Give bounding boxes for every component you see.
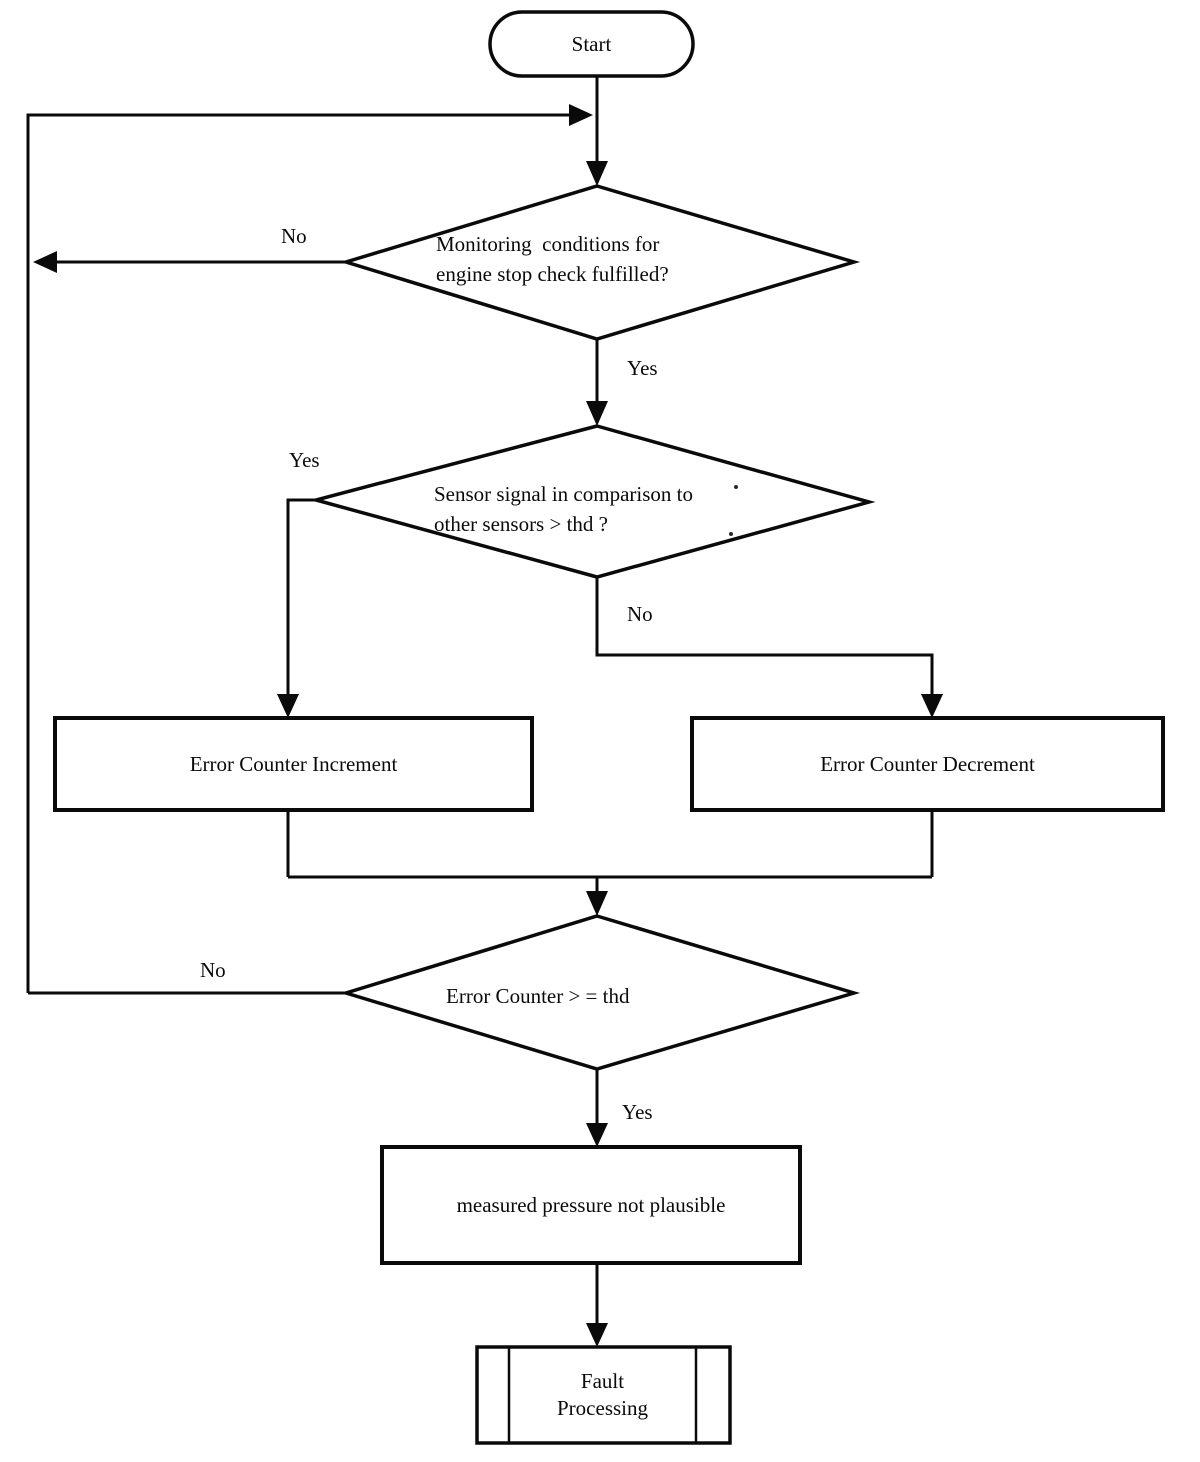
decision-monitoring-text: Monitoring conditions for engine stop ch…	[436, 232, 669, 286]
decision-sensor-shape	[309, 424, 876, 579]
scan-artifact-dot	[729, 532, 733, 536]
start-terminator: Start	[490, 12, 693, 76]
decision-counter-text: Error Counter > = thd	[446, 984, 630, 1008]
arrowhead-into-increment-icon	[277, 694, 299, 718]
process-increment-shape	[53, 716, 534, 812]
arrowhead-into-plausible-icon	[586, 1123, 608, 1147]
arrowhead-feedback-junction-icon	[569, 104, 593, 126]
arrowhead-monitoring-no-icon	[33, 251, 57, 273]
edge-label-sensor-no: No	[627, 602, 653, 626]
start-label: Start	[571, 31, 612, 56]
process-decrement-shape	[690, 716, 1165, 812]
process-increment: Error Counter Increment	[189, 751, 398, 776]
decision-counter-shape	[339, 914, 861, 1071]
process-decrement: Error Counter Decrement	[820, 751, 1035, 776]
arrowhead-into-counter-icon	[586, 891, 608, 916]
edge-label-counter-no: No	[200, 958, 226, 982]
edge-label-sensor-yes: Yes	[289, 448, 320, 472]
decision-sensor-text: Sensor signal in comparison to other sen…	[434, 482, 693, 536]
arrowhead-into-decrement-icon	[921, 694, 943, 718]
predefined-fault-processing-shape	[475, 1345, 732, 1445]
arrowhead-into-sensor-icon	[586, 401, 608, 426]
edge-label-monitoring-no: No	[281, 224, 307, 248]
connector-sensor-yes	[286, 498, 316, 699]
predefined-fault-processing: Fault Processing	[557, 1369, 648, 1420]
scan-artifact-dot	[734, 485, 738, 489]
decision-monitoring-shape	[339, 184, 861, 341]
connector-feedback-loop	[26, 113, 572, 993]
process-not-plausible: measured pressure not plausible	[456, 1192, 726, 1217]
edge-label-monitoring-yes: Yes	[627, 356, 658, 380]
process-not-plausible-shape	[380, 1145, 802, 1265]
arrowhead-into-monitoring-icon	[586, 161, 608, 186]
arrowhead-into-fault-icon	[586, 1323, 608, 1347]
connector-sensor-no	[595, 578, 934, 699]
edge-label-counter-yes: Yes	[622, 1100, 653, 1124]
start-terminator-shape	[488, 10, 695, 78]
